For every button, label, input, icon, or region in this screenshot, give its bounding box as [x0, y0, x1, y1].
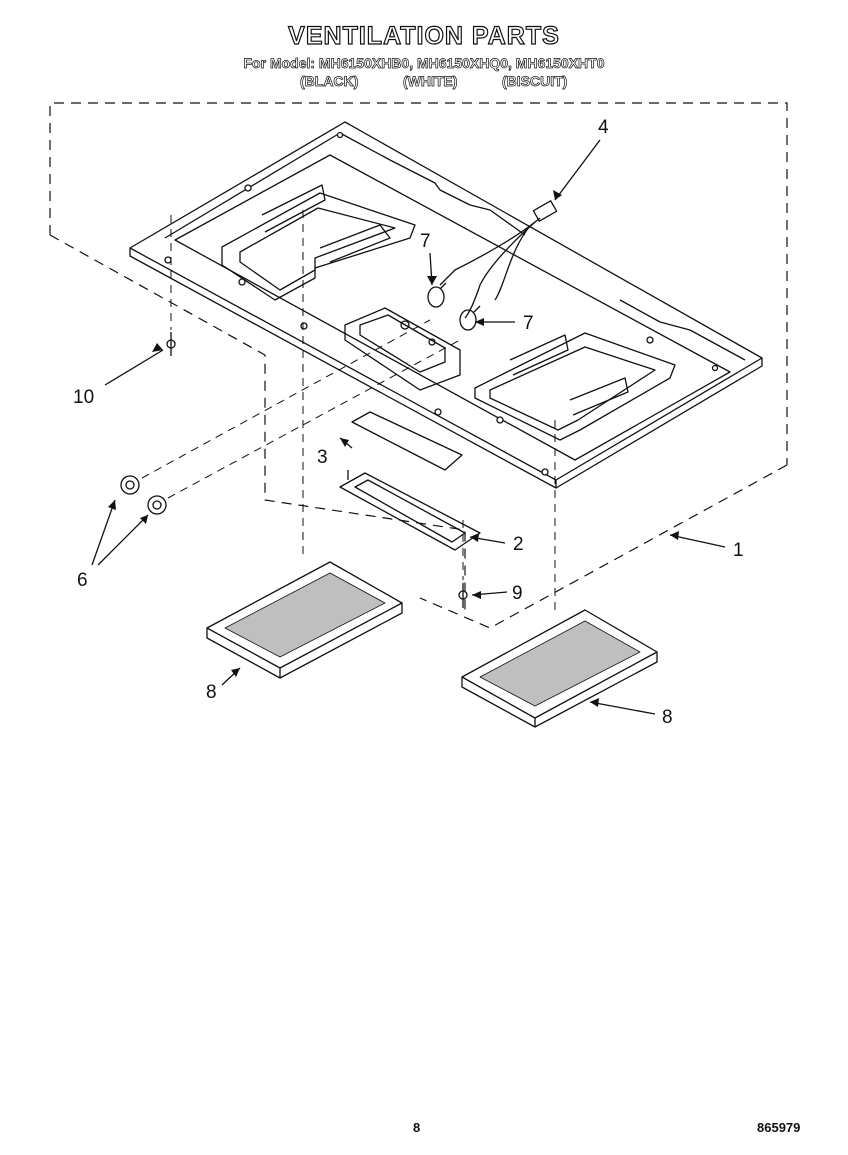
dashed-leaders	[141, 210, 556, 610]
page-title: VENTILATION PARTS	[288, 21, 560, 50]
callout-1: 1	[733, 540, 744, 561]
callout-2: 2	[513, 534, 524, 555]
callout-9: 9	[512, 583, 523, 604]
screw-10	[166, 332, 176, 356]
callout-7a: 7	[420, 231, 431, 252]
gasket	[351, 411, 463, 471]
callout-3: 3	[317, 447, 328, 468]
document-number: 865979	[757, 1120, 801, 1135]
model-list: For Model: MH6150XHB0, MH6150XHQ0, MH615…	[243, 55, 605, 72]
color-biscuit: (BISCUIT)	[502, 73, 568, 90]
wire-harness	[439, 200, 558, 319]
screw-9	[458, 583, 468, 608]
callout-8a: 8	[206, 682, 217, 703]
callout-arrows	[91, 139, 726, 715]
color-white: (WHITE)	[403, 73, 458, 90]
damper	[339, 470, 481, 551]
thermal-cutout-a	[427, 282, 447, 308]
page-number: 8	[413, 1120, 421, 1135]
grease-filter-right	[461, 609, 658, 728]
callout-10: 10	[73, 387, 94, 408]
callout-6: 6	[77, 570, 88, 591]
grease-filter-left	[206, 561, 403, 679]
callout-4: 4	[598, 117, 609, 138]
callout-8b: 8	[662, 707, 673, 728]
nut-a	[120, 475, 140, 495]
color-black: (BLACK)	[300, 73, 359, 90]
arrow-heads	[108, 190, 679, 707]
vent-panel	[129, 121, 763, 489]
assembly-outline	[49, 102, 788, 629]
nut-b	[147, 495, 167, 515]
callout-7b: 7	[523, 313, 534, 334]
thermal-cutout-b	[459, 305, 481, 331]
